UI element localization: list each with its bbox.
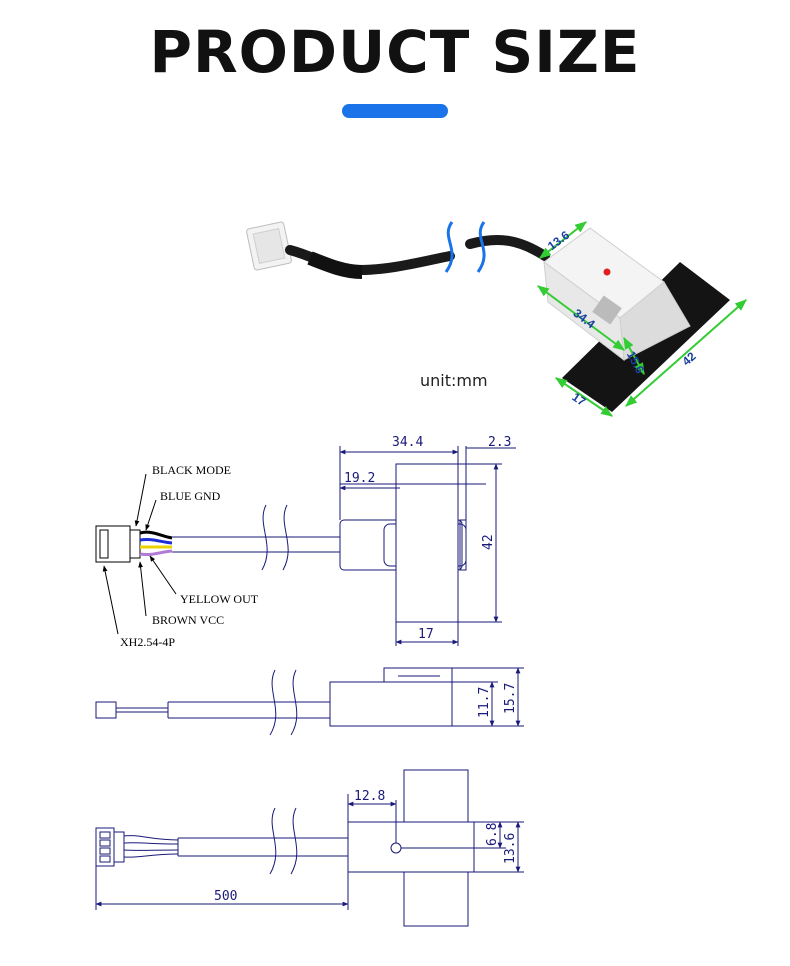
bottom-pin	[99, 831, 111, 839]
bottom-pin	[99, 847, 111, 855]
side-sensor-body	[329, 681, 453, 727]
dim-cable: 500	[214, 889, 237, 904]
cable-break-mark	[282, 504, 289, 571]
photo-dim-plate-length: 42	[679, 349, 699, 369]
connector-tail	[129, 529, 141, 559]
wire-brown	[139, 549, 173, 557]
side-plate	[383, 667, 453, 683]
photo-dim-line-plate-width	[555, 377, 613, 417]
bottom-sensor-body	[347, 821, 475, 873]
bottom-pin	[99, 855, 111, 863]
leader-blue	[145, 499, 157, 531]
wire-connector: BLACK MODE BLUE GND YELLOW OUT BROWN VCC…	[95, 463, 259, 649]
side-view-drawing	[95, 667, 524, 736]
side-break-mark	[269, 669, 277, 736]
photo-dim-line-length	[537, 285, 625, 351]
leader-brown	[138, 561, 147, 617]
label-yellow-out: YELLOW OUT	[180, 592, 259, 606]
label-black-mode: BLACK MODE	[152, 463, 231, 477]
photo-led-indicator	[603, 268, 611, 276]
cable-break-mark	[261, 504, 268, 571]
bottom-view-drawing	[95, 769, 524, 927]
dim-bottom-height: 13.6	[503, 833, 518, 864]
wire-black	[139, 530, 173, 540]
photo-dim-line-width	[539, 221, 587, 259]
leader-black	[134, 473, 147, 527]
mounting-plate	[395, 463, 459, 623]
side-connector	[95, 701, 117, 719]
photo-dim-line-plate-length	[625, 299, 747, 407]
photo-cable-right	[465, 235, 550, 261]
side-break-mark	[290, 669, 298, 736]
wire-blue	[139, 537, 173, 545]
bottom-break-mark	[290, 807, 298, 875]
dim-flange: 2.3	[488, 435, 511, 450]
label-blue-gnd: BLUE GND	[160, 489, 221, 503]
dim-offset: 19.2	[344, 471, 375, 486]
photo-break-mark	[476, 221, 486, 273]
dim-inner: 11.7	[477, 687, 492, 718]
leader-yellow	[149, 555, 177, 595]
label-connector-type: XH2.54-4P	[120, 635, 175, 649]
sensor-end-cap	[459, 519, 467, 571]
photo-break-mark	[444, 221, 454, 273]
bottom-break-mark	[269, 807, 277, 875]
dim-base: 17	[418, 627, 434, 642]
product-photo: 13.6 34.4 15.6 42 17	[246, 221, 747, 417]
label-brown-vcc: BROWN VCC	[152, 613, 224, 627]
dim-outer: 15.7	[503, 683, 518, 714]
page-title: PRODUCT SIZE	[149, 18, 641, 86]
photo-connector	[246, 221, 292, 271]
dim-hole: 6.8	[485, 823, 500, 846]
bottom-connector	[95, 827, 115, 867]
top-view-drawing	[172, 446, 516, 646]
dim-bottom-offset: 12.8	[354, 789, 385, 804]
bottom-pin	[99, 839, 111, 847]
dim-height: 42	[481, 534, 496, 550]
bottom-wire	[123, 853, 179, 858]
unit-label: unit:mm	[420, 371, 488, 390]
connector-latch	[99, 529, 109, 559]
bottom-wire	[123, 835, 179, 841]
bottom-wire	[123, 842, 179, 845]
dim-total: 34.4	[392, 435, 423, 450]
leader-connector	[102, 565, 119, 635]
photo-cable-sleeve	[307, 251, 363, 279]
bottom-connector-tail	[113, 831, 125, 863]
title-accent-bar	[342, 104, 448, 118]
